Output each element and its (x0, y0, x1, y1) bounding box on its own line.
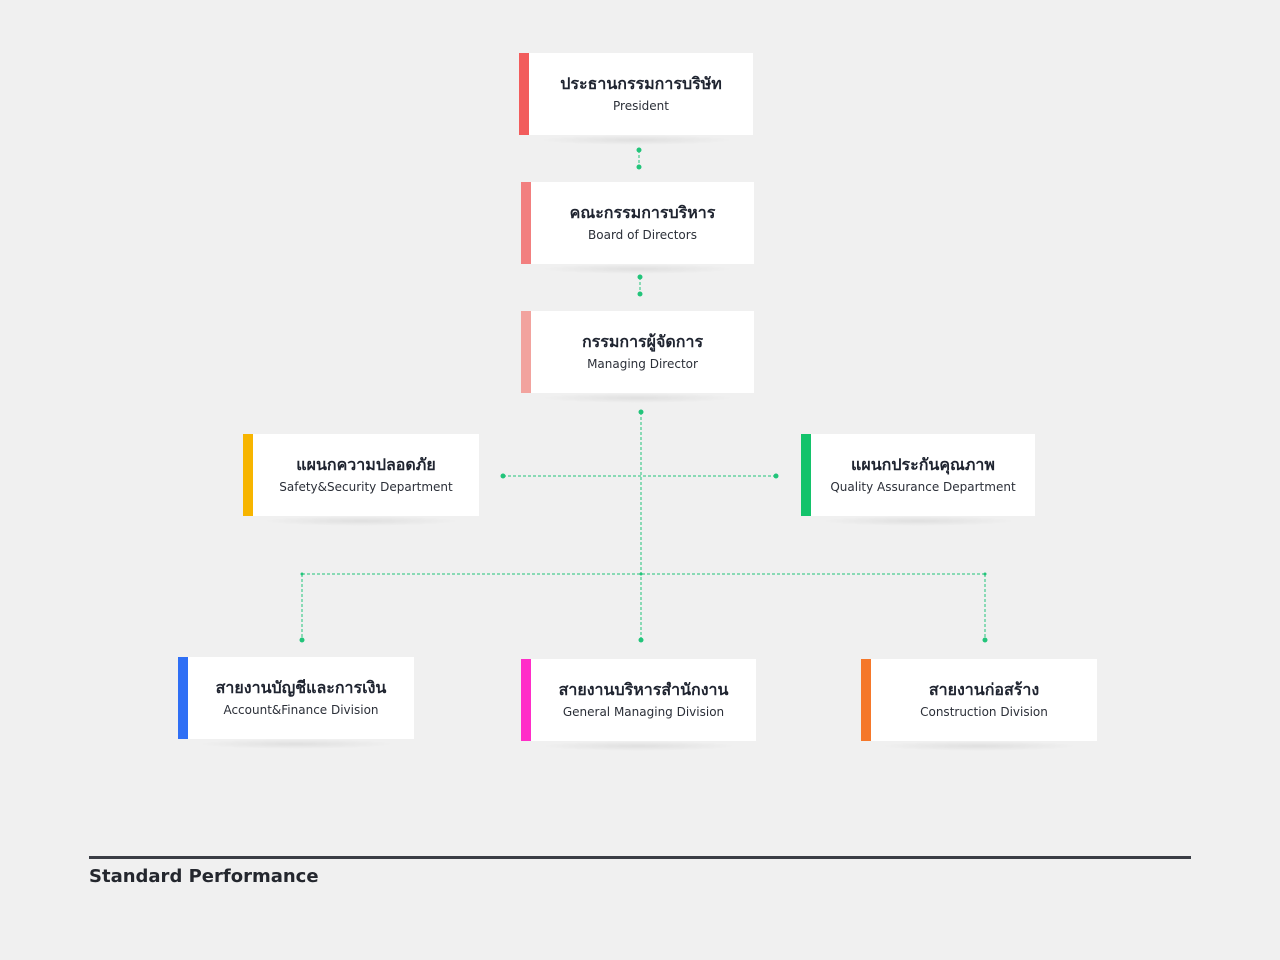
node-title-th: แผนกประกันคุณภาพ (851, 455, 995, 474)
node-title-en: President (613, 99, 669, 113)
node-board-of-directors: คณะกรรมการบริหาร Board of Directors (521, 182, 754, 274)
node-title-th: คณะกรรมการบริหาร (569, 203, 716, 222)
connector-dot (983, 572, 987, 576)
node-title-en: Board of Directors (588, 228, 697, 242)
connector-dot (300, 572, 304, 576)
node-construction: สายงานก่อสร้าง Construction Division (861, 659, 1097, 751)
connector-dot (638, 409, 644, 415)
node-managing-director: กรรมการผู้จัดการ Managing Director (521, 311, 754, 403)
connector-dot (637, 274, 643, 280)
node-title-en: General Managing Division (562, 705, 725, 719)
node-title-th: สายงานบัญชีและการเงิน (215, 678, 387, 697)
node-title-th: สายงานบริหารสำนักงาน (558, 680, 729, 699)
node-title-en: Managing Director (587, 357, 698, 371)
node-title-en: Safety&Security Department (279, 480, 453, 494)
node-title-th: ประธานกรรมการบริษัท (560, 74, 722, 93)
accent-bar (521, 311, 531, 393)
node-title-th: สายงานก่อสร้าง (928, 680, 1040, 699)
node-account-finance: สายงานบัญชีและการเงิน Account&Finance Di… (178, 657, 414, 749)
footer-divider (89, 856, 1191, 859)
accent-bar (243, 434, 253, 516)
connector-dot (982, 637, 988, 643)
accent-bar (801, 434, 811, 516)
node-title-en: Quality Assurance Department (830, 480, 1016, 494)
connector-dot (638, 637, 644, 643)
accent-bar (861, 659, 871, 741)
node-title-th: แผนกความปลอดภัย (296, 455, 436, 474)
node-title-en: Construction Division (920, 705, 1048, 719)
footer-company-name: Standard Performance (89, 866, 319, 887)
node-safety-security: แผนกความปลอดภัย Safety&Security Departme… (243, 434, 479, 526)
connector-dot (500, 473, 506, 479)
node-president: ประธานกรรมการบริษัท President (519, 53, 753, 145)
connector-dot (639, 572, 643, 576)
connector-dot (637, 291, 643, 297)
node-title-th: กรรมการผู้จัดการ (581, 332, 704, 351)
connector-dot (636, 164, 642, 170)
connector-dot (773, 473, 779, 479)
accent-bar (178, 657, 188, 739)
node-quality-assurance: แผนกประกันคุณภาพ Quality Assurance Depar… (801, 434, 1035, 526)
accent-bar (521, 659, 531, 741)
accent-bar (519, 53, 529, 135)
connector-dot (299, 637, 305, 643)
connector-dot (636, 147, 642, 153)
accent-bar (521, 182, 531, 264)
node-general-managing: สายงานบริหารสำนักงาน General Managing Di… (521, 659, 756, 751)
node-title-en: Account&Finance Division (223, 703, 379, 717)
